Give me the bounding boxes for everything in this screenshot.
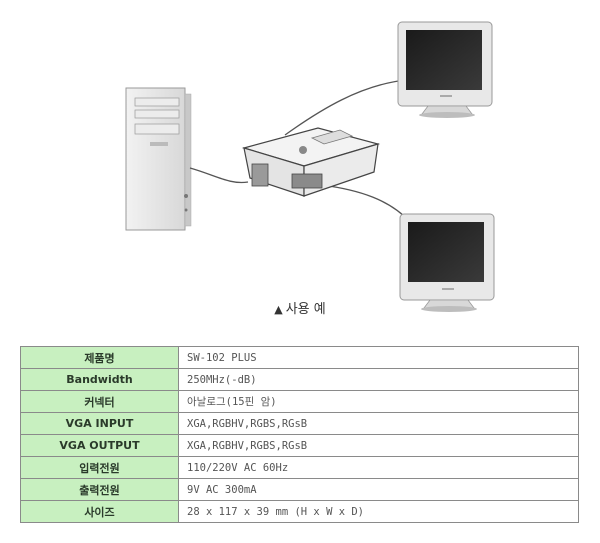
table-row: 입력전원 110/220V AC 60Hz xyxy=(20,456,579,479)
spec-label: 사이즈 xyxy=(20,500,179,523)
usage-diagram: ▲사용 예 xyxy=(0,21,600,317)
spec-table: 제품명 SW-102 PLUS Bandwidth 250MHz(-dB) 커넥… xyxy=(20,346,579,523)
table-row: 커넥터 아날로그(15핀 암) xyxy=(20,390,579,413)
pc-tower-icon xyxy=(125,87,192,231)
table-row: 제품명 SW-102 PLUS xyxy=(20,346,579,369)
monitor-bottom-icon xyxy=(399,213,495,312)
spec-value: SW-102 PLUS xyxy=(178,346,579,369)
spec-label: VGA OUTPUT xyxy=(20,434,179,457)
spec-label: Bandwidth xyxy=(20,368,179,391)
caption-text: 사용 예 xyxy=(285,302,326,317)
spec-value: 9V AC 300mA xyxy=(178,478,579,501)
table-row: 출력전원 9V AC 300mA xyxy=(20,478,579,501)
spec-label: 제품명 xyxy=(20,346,179,369)
spec-label: 입력전원 xyxy=(20,456,179,479)
table-row: 사이즈 28 x 117 x 39 mm (H x W x D) xyxy=(20,500,579,523)
spec-value: 250MHz(-dB) xyxy=(178,368,579,391)
spec-value: 아날로그(15핀 암) xyxy=(178,390,579,413)
triangle-icon: ▲ xyxy=(274,303,283,316)
spec-value: XGA,RGBHV,RGBS,RGsB xyxy=(178,412,579,435)
spec-value: XGA,RGBHV,RGBS,RGsB xyxy=(178,434,579,457)
spec-value: 28 x 117 x 39 mm (H x W x D) xyxy=(178,500,579,523)
figure-caption: ▲사용 예 xyxy=(0,298,600,317)
vga-switch-icon xyxy=(241,127,381,197)
spec-label: VGA INPUT xyxy=(20,412,179,435)
table-row: VGA OUTPUT XGA,RGBHV,RGBS,RGsB xyxy=(20,434,579,457)
spec-label: 커넥터 xyxy=(20,390,179,413)
table-row: Bandwidth 250MHz(-dB) xyxy=(20,368,579,391)
table-row: VGA INPUT XGA,RGBHV,RGBS,RGsB xyxy=(20,412,579,435)
spec-label: 출력전원 xyxy=(20,478,179,501)
spec-value: 110/220V AC 60Hz xyxy=(178,456,579,479)
monitor-top-icon xyxy=(397,21,493,118)
